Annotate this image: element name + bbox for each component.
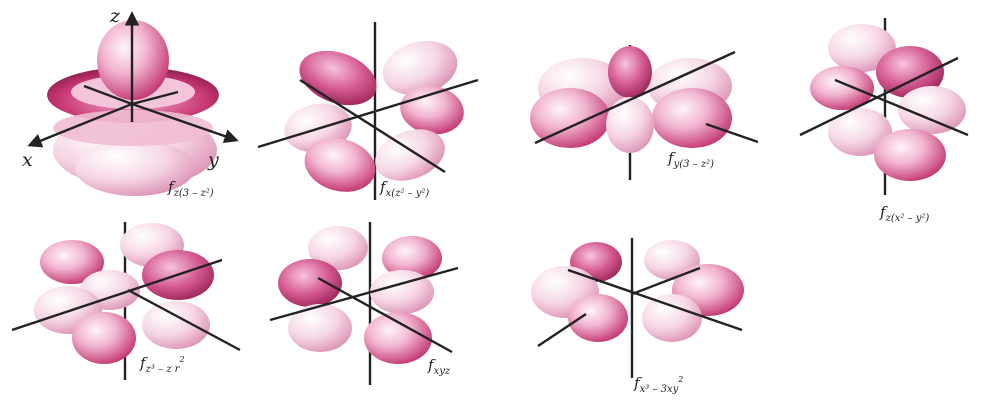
orbital-label-2: fx(z² – y²): [379, 178, 429, 199]
orbital-5: fz³ – z r2: [11, 222, 241, 380]
orbital-1: z x y fz(3 – z²): [22, 5, 239, 199]
x-axis-label: x: [22, 149, 33, 171]
orbital-3: fy(3 – z²): [530, 45, 759, 180]
orbital-label-6: fxyz: [427, 356, 451, 377]
orbital-label-7: fx³ – 3xy2: [633, 374, 683, 395]
orbital-label-1: fz(3 – z²): [167, 178, 214, 199]
y-axis: [131, 102, 239, 144]
orbital-4: fz(x² – y²): [799, 18, 969, 224]
y-axis-label: y: [207, 149, 219, 171]
orbital-2: fx(z² – y²): [257, 22, 479, 200]
orbital-label-3: fy(3 – z²): [667, 149, 714, 170]
z-axis-label: z: [109, 5, 121, 27]
x-axis: [27, 102, 133, 148]
orbital-label-4: fz(x² – y²): [879, 203, 929, 224]
orbital-6: fxyz: [269, 222, 459, 385]
orbital-label-5: fz³ – z r2: [139, 354, 185, 375]
orbital-7: fx³ – 3xy2: [531, 238, 744, 395]
